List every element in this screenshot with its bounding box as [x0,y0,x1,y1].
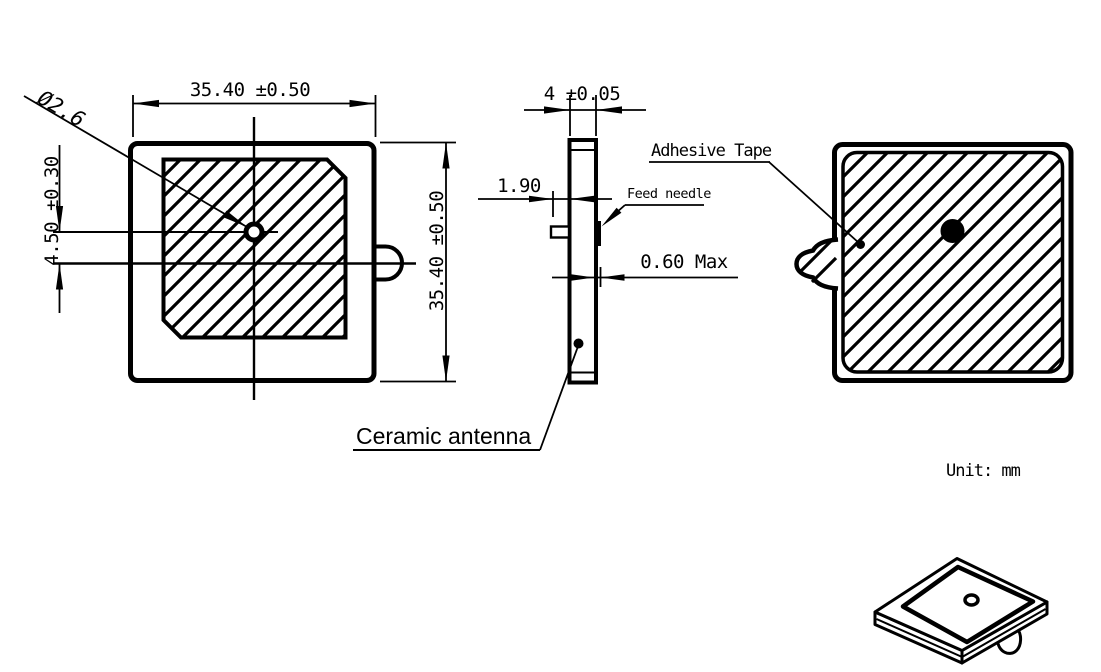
feed-needle-callout: Feed needle [601,186,712,227]
dim-width: 35.40 ±0.50 [132,79,377,137]
adhesive-tape-callout: Adhesive Tape [649,141,865,249]
height-dim-text: 35.40 ±0.50 [426,191,448,311]
arrowhead [442,142,450,169]
unit-note: Unit: mm [946,461,1021,481]
dim-thickness: 4 ±0.05 [524,83,646,136]
tape-pull-tab [794,237,839,291]
feed-needle-label: Feed needle [627,186,711,202]
arrowhead [55,206,64,232]
dim-pin-protrusion: 1.90 [478,175,612,217]
tab-hatch-line [810,256,838,284]
pin-height-dim-text: 0.60 Max [640,251,728,273]
side-view: 4 ±0.05 1.90 0.60 Max Feed needle [353,83,738,451]
tab-hatch-line [799,235,837,273]
arrowhead [442,355,450,382]
arrowhead [544,106,570,114]
iso-tape-tab [996,629,1023,655]
thickness-dim-text: 4 ±0.05 [544,83,621,105]
width-dim-text: 35.40 ±0.50 [190,79,310,101]
iso-feed-hole [963,593,980,607]
feed-offset-dim-text: 4.50 ±0.30 [41,156,63,265]
feed-pin-side [549,225,571,239]
leader-dot [573,338,584,349]
front-view: 35.40 ±0.50 35.40 ±0.50 4.50 ±0.30 Ø2.6 [23,79,456,400]
arrowhead [571,274,594,281]
iso-view [873,557,1049,665]
dim-feed-offset: 4.50 ±0.30 [41,145,64,313]
arrowhead [600,274,625,281]
arrowhead [55,263,64,290]
back-view: Adhesive Tape [649,141,1074,383]
feed-needle-head [594,221,601,246]
arrowhead [596,106,622,114]
ceramic-antenna-callout: Ceramic antenna [353,338,584,451]
hole-dia-text: Ø2.6 [33,86,89,132]
adhesive-tape-area [841,150,1065,374]
ceramic-antenna-label: Ceramic antenna [356,423,531,449]
iso-seam-line [876,618,962,658]
iso-seam-line [962,608,1046,658]
arrowhead [222,210,247,227]
arrowhead [133,99,159,108]
arrowhead [601,207,622,227]
leader-dot [856,240,865,249]
dim-height: 35.40 ±0.50 [380,141,456,383]
feed-hole [243,221,265,243]
feed-point-back [940,219,965,243]
arrowhead [349,99,376,108]
adhesive-tape-label: Adhesive Tape [651,141,772,161]
pin-protrusion-dim-text: 1.90 [497,175,541,197]
dim-pin-height: 0.60 Max [552,251,738,287]
arrowhead [570,195,594,203]
arrowhead [529,195,553,203]
